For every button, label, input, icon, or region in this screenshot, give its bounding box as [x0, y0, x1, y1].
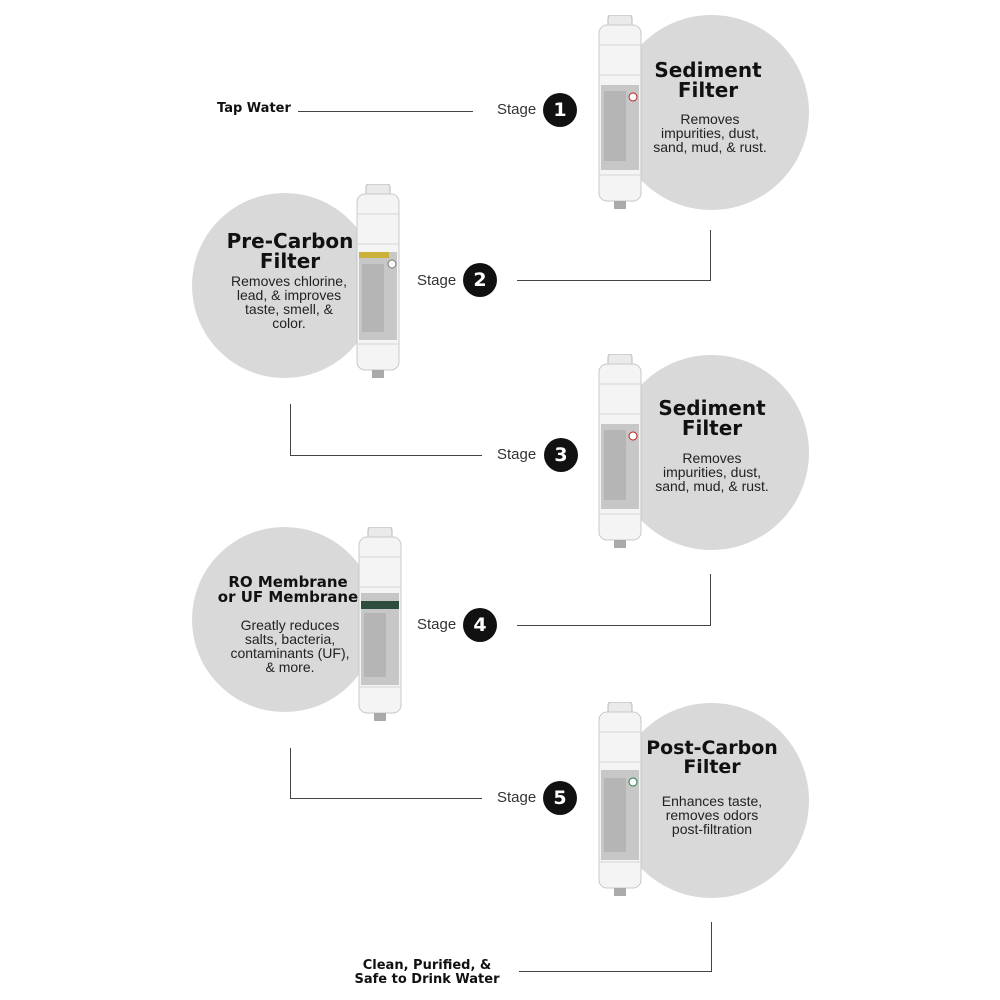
stage-3-label: Stage — [497, 446, 537, 463]
stage-4-description-line: salts, bacteria, — [244, 631, 336, 647]
stage-5-description-line: removes odors — [665, 807, 759, 823]
stage-3-title-line: Filter — [681, 416, 743, 440]
stage-4-description: Greatly reduces salts, bacteria, contami… — [218, 618, 362, 674]
stage-4-title: RO Membrane or UF Membrane — [216, 575, 360, 605]
stage-4-description-line: Greatly reduces — [240, 617, 340, 633]
stage-2-title: Pre-Carbon Filter — [222, 231, 358, 271]
tap-water-label: Tap Water — [217, 101, 291, 116]
stage-4-filter-cartridge — [358, 527, 402, 721]
connector-line — [298, 111, 473, 112]
stage-4-description-line: & more. — [265, 659, 315, 675]
stage-5-description-line: post-filtration — [671, 821, 753, 837]
stage-3-description-line: impurities, dust, — [662, 464, 762, 480]
stage-1-title-line: Filter — [677, 78, 739, 102]
connector-line — [290, 748, 291, 799]
connector-line — [517, 280, 711, 281]
stage-2-badge: 2 — [463, 263, 497, 297]
stage-2-description: Removes chlorine, lead, & improves taste… — [218, 274, 360, 330]
stage-5-title: Post-Carbon Filter — [642, 739, 782, 777]
connector-line — [711, 922, 712, 972]
stage-2-title-line: Filter — [259, 249, 321, 273]
stage-5-badge: 5 — [543, 781, 577, 815]
stage-2-description-line: taste, smell, & — [245, 301, 333, 317]
stage-4-badge: 4 — [463, 608, 497, 642]
stage-3-badge: 3 — [544, 438, 578, 472]
connector-line — [710, 574, 711, 626]
stage-5-title-line: Post-Carbon — [646, 737, 778, 759]
stage-2-filter-cartridge — [356, 184, 400, 378]
stage-4-description-line: contaminants (UF), — [230, 645, 350, 661]
stage-4-circle — [192, 527, 377, 712]
stage-1-label: Stage — [497, 101, 537, 118]
stage-3-title: Sediment Filter — [652, 398, 772, 438]
stage-2-title-line: Pre-Carbon — [226, 229, 354, 253]
connector-line — [290, 455, 482, 456]
stage-1-description-line: sand, mud, & rust. — [653, 139, 767, 155]
connector-line — [519, 971, 712, 972]
stage-1-title: Sediment Filter — [648, 60, 768, 100]
clean-water-label-line: Safe to Drink Water — [354, 971, 500, 987]
connector-line — [290, 798, 482, 799]
stage-1-description-line: impurities, dust, — [660, 125, 760, 141]
connector-line — [710, 230, 711, 281]
stage-1-badge: 1 — [543, 93, 577, 127]
stage-2-circle — [192, 193, 377, 378]
stage-3-description: Removes impurities, dust, sand, mud, & r… — [645, 451, 779, 493]
stage-3-filter-cartridge — [598, 354, 642, 548]
stage-3-description-line: Removes — [682, 450, 742, 466]
stage-5-filter-cartridge — [598, 702, 642, 896]
stage-2-description-line: Removes chlorine, — [231, 273, 347, 289]
stage-5-title-line: Filter — [683, 756, 741, 778]
stage-1-circle — [614, 15, 809, 210]
stage-1-filter-cartridge — [598, 15, 642, 209]
stage-2-description-line: lead, & improves — [236, 287, 342, 303]
stage-3-title-line: Sediment — [658, 396, 766, 420]
stage-3-circle — [614, 355, 809, 550]
stage-4-label: Stage — [417, 616, 457, 633]
connector-line — [517, 625, 711, 626]
stage-4-title-line: RO Membrane — [228, 573, 348, 591]
connector-line — [290, 404, 291, 456]
stage-3-description-line: sand, mud, & rust. — [655, 478, 769, 494]
clean-water-label-line: Clean, Purified, & — [362, 958, 492, 973]
stage-5-description: Enhances taste, removes odors post-filtr… — [645, 794, 779, 836]
clean-water-label: Clean, Purified, & Safe to Drink Water — [352, 959, 502, 986]
stage-2-label: Stage — [417, 272, 457, 289]
stage-1-description: Removes impurities, dust, sand, mud, & r… — [643, 112, 777, 154]
stage-5-description-line: Enhances taste, — [661, 793, 763, 809]
stage-5-circle — [614, 703, 809, 898]
stage-1-description-line: Removes — [680, 111, 740, 127]
stage-2-description-line: color. — [272, 315, 306, 331]
stage-4-title-line: or UF Membrane — [217, 588, 359, 606]
stage-1-title-line: Sediment — [654, 58, 762, 82]
stage-5-label: Stage — [497, 789, 537, 806]
